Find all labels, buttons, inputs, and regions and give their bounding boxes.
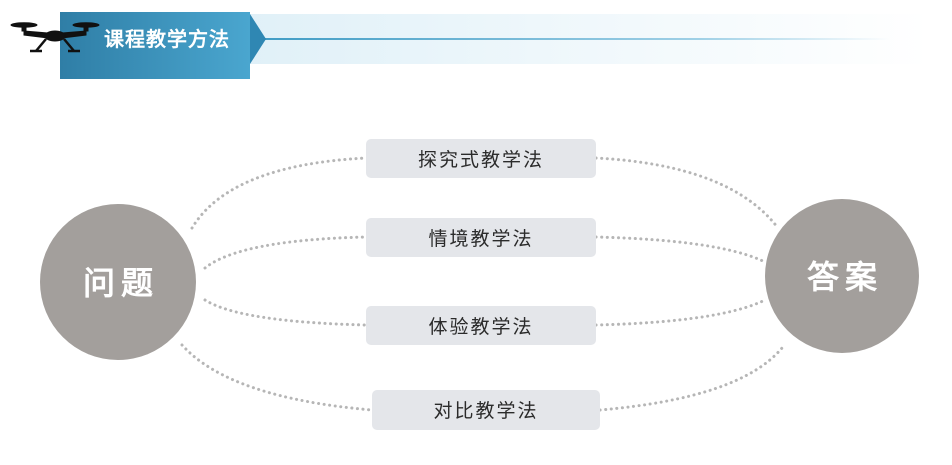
method-box: 探究式教学法 (366, 139, 596, 178)
method-box: 体验教学法 (366, 306, 596, 345)
answer-node: 答案 (765, 199, 919, 353)
method-box: 情境教学法 (366, 218, 596, 257)
connector-line (598, 346, 784, 412)
connector-line (594, 235, 767, 264)
connector-line (203, 298, 368, 327)
question-label: 问题 (83, 264, 159, 302)
drone-icon (10, 22, 100, 53)
method-label: 体验教学法 (428, 316, 533, 338)
method-label: 探究式教学法 (418, 149, 544, 171)
title-arrow (250, 14, 266, 64)
header-rule (250, 38, 890, 40)
answer-label: 答案 (807, 258, 883, 296)
connector-line (203, 235, 368, 270)
method-label: 对比教学法 (433, 400, 538, 422)
connector-line (180, 343, 374, 412)
connector-line (594, 298, 767, 327)
question-node: 问题 (40, 204, 196, 360)
method-box: 对比教学法 (372, 390, 600, 430)
connector-line (190, 156, 368, 230)
page-title: 课程教学方法 (104, 27, 230, 51)
method-label: 情境教学法 (428, 228, 533, 250)
connector-line (594, 156, 780, 230)
